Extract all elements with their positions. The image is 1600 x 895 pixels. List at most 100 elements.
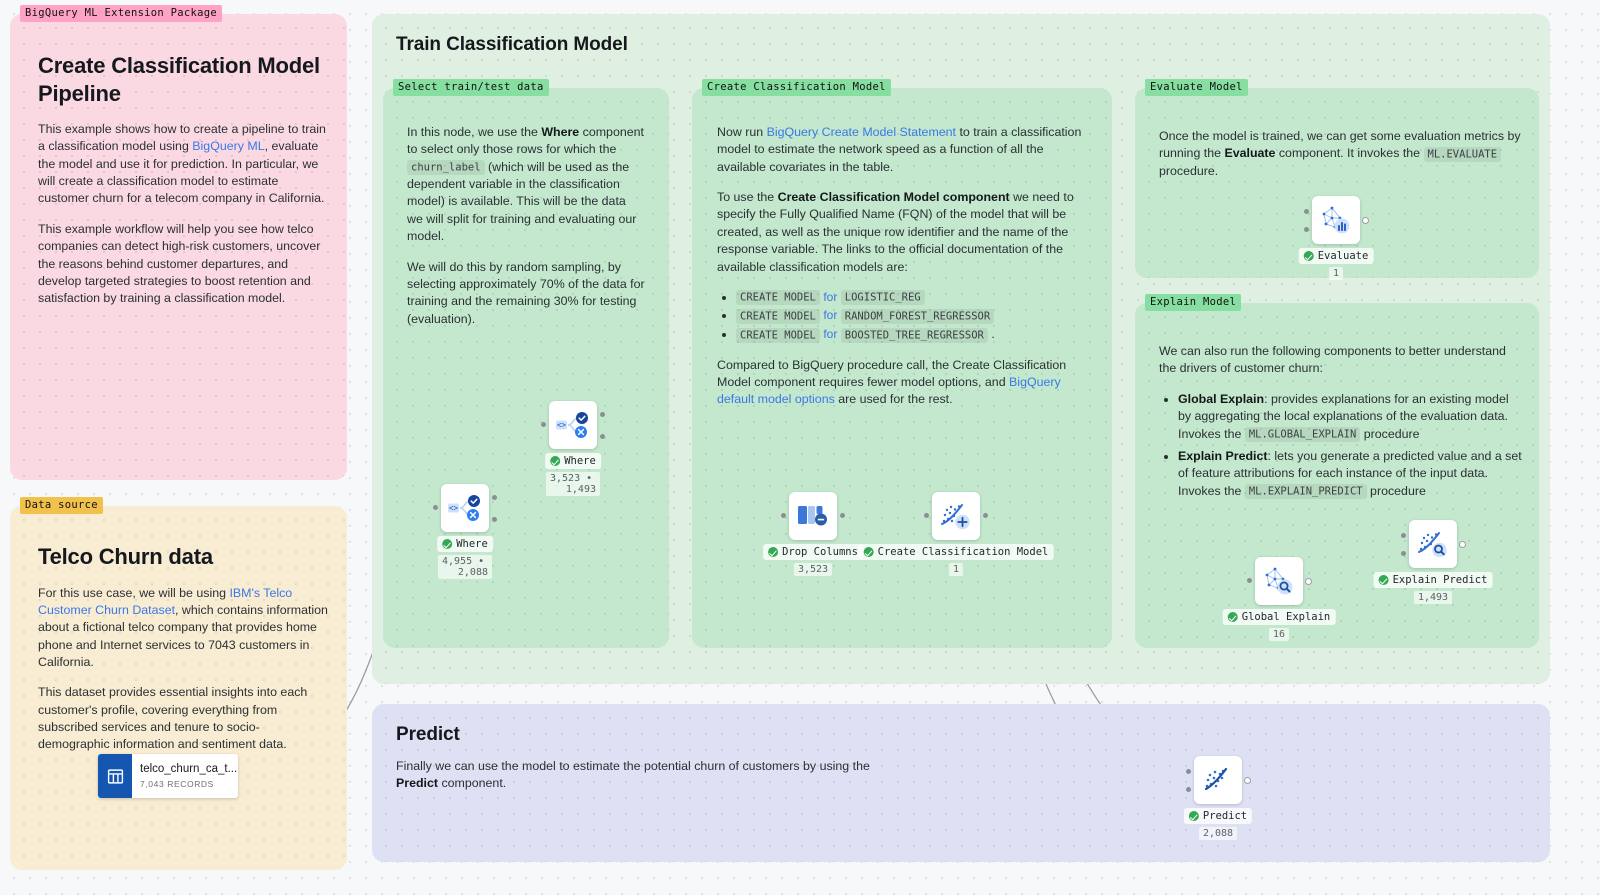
predict-icon bbox=[1204, 767, 1228, 791]
explain-predict-icon bbox=[1418, 532, 1447, 558]
node-body[interactable]: <> bbox=[433, 484, 497, 532]
link-bigquery-create-model-statement[interactable]: BigQuery Create Model Statement bbox=[766, 125, 956, 139]
node-row-count: 3,523 bbox=[793, 563, 833, 576]
create-model-icon bbox=[941, 504, 970, 530]
output-port[interactable] bbox=[983, 513, 988, 518]
node-body[interactable] bbox=[1186, 756, 1251, 804]
table-node-records: 7,043 RECORDS bbox=[140, 779, 214, 790]
link-ibm-telco-dataset[interactable]: IBM's Telco Customer Churn Dataset bbox=[38, 585, 293, 617]
global-explain-icon bbox=[1265, 567, 1293, 595]
group-tag-explain-model: Explain Model bbox=[1145, 294, 1242, 311]
code-model-type[interactable]: RANDOM_FOREST_REGRESSOR bbox=[840, 308, 995, 324]
output-port[interactable] bbox=[1305, 578, 1312, 585]
node-label-text: Where bbox=[564, 455, 596, 467]
train-section-title: Train Classification Model bbox=[396, 34, 628, 55]
output-port[interactable] bbox=[1459, 541, 1466, 548]
node-body[interactable] bbox=[1304, 196, 1369, 244]
node-row-count: 1 bbox=[948, 563, 964, 576]
status-ok-icon bbox=[768, 547, 779, 557]
input-port-top[interactable] bbox=[1186, 769, 1191, 774]
inline-code-ml-explain-predict: ML.EXPLAIN_PREDICT bbox=[1244, 484, 1367, 500]
group-explain-model[interactable]: Explain Model We can also run the follow… bbox=[1135, 294, 1539, 648]
group-tag-create-model: Create Classification Model bbox=[702, 79, 891, 96]
input-port-top[interactable] bbox=[1304, 209, 1309, 214]
predict-section-title: Predict bbox=[396, 724, 460, 745]
group-tag-data-source: Data source bbox=[20, 497, 103, 514]
link-bigquery-ml[interactable]: BigQuery ML bbox=[192, 139, 265, 154]
code-model-type[interactable]: BOOSTED_TREE_REGRESSOR bbox=[840, 327, 988, 343]
group-data-source[interactable]: Data source Telco Churn data For this us… bbox=[10, 497, 347, 870]
output-port-top[interactable] bbox=[492, 495, 497, 500]
list-item: CREATE MODEL for RANDOM_FOREST_REGRESSOR bbox=[736, 307, 1089, 325]
list-item: Explain Predict: lets you generate a pre… bbox=[1178, 448, 1525, 501]
count-primary: 4,955 • bbox=[442, 556, 485, 567]
explain-paragraph-1: We can also run the following components… bbox=[1159, 344, 1506, 376]
node-status-label: Where bbox=[545, 453, 601, 469]
output-port[interactable] bbox=[1244, 777, 1251, 784]
input-port-bottom[interactable] bbox=[1304, 227, 1309, 232]
inline-code-churn-label: churn_label bbox=[407, 160, 485, 176]
node-where-1[interactable]: <> Where 4,955 • 2,088 bbox=[433, 484, 497, 579]
count-primary: 3,523 • bbox=[550, 473, 593, 484]
output-port-bottom[interactable] bbox=[600, 434, 605, 439]
node-create-classification-model[interactable]: Create Classification Model 1 bbox=[858, 492, 1054, 576]
node-status-label: Create Classification Model bbox=[858, 544, 1054, 560]
node-evaluate[interactable]: Evaluate 1 bbox=[1298, 196, 1374, 280]
where-filter-icon: <> bbox=[556, 412, 588, 438]
link-bigquery-default-model-options[interactable]: BigQuery default model options bbox=[717, 375, 1061, 407]
node-row-count: 2,088 bbox=[1198, 827, 1238, 840]
input-port[interactable] bbox=[541, 422, 546, 427]
create-model-paragraph-1: Now run BigQuery Create Model Statement … bbox=[717, 125, 1082, 174]
code-create-model: CREATE MODEL bbox=[736, 327, 820, 343]
node-body[interactable] bbox=[781, 492, 845, 540]
input-port[interactable] bbox=[1247, 578, 1252, 583]
datasource-paragraph-1: For this use case, we will be using IBM'… bbox=[38, 585, 328, 669]
node-row-counts: 4,955 • 2,088 bbox=[438, 555, 492, 579]
input-port[interactable] bbox=[924, 513, 929, 518]
node-row-count: 16 bbox=[1268, 628, 1290, 641]
node-body[interactable] bbox=[1247, 557, 1312, 605]
node-predict[interactable]: Predict 2,088 bbox=[1183, 756, 1253, 840]
group-predict[interactable]: Predict Finally we can use the model to … bbox=[372, 704, 1550, 862]
status-ok-icon bbox=[1303, 251, 1314, 261]
svg-text:<>: <> bbox=[557, 420, 567, 429]
group-bigquery-ml-extension-package[interactable]: BigQuery ML Extension Package Create Cla… bbox=[10, 5, 347, 480]
node-body[interactable] bbox=[1401, 520, 1466, 568]
node-telco-churn-table[interactable]: telco_churn_ca_t... 7,043 RECORDS bbox=[98, 754, 238, 798]
input-port[interactable] bbox=[781, 513, 786, 518]
group-create-classification-model[interactable]: Create Classification Model Now run BigQ… bbox=[692, 79, 1112, 648]
input-port[interactable] bbox=[433, 505, 438, 510]
output-port[interactable] bbox=[1362, 217, 1369, 224]
code-create-model: CREATE MODEL bbox=[736, 290, 820, 306]
status-ok-icon bbox=[550, 456, 561, 466]
input-port-bottom[interactable] bbox=[1401, 551, 1406, 556]
node-global-explain[interactable]: Global Explain 16 bbox=[1222, 557, 1336, 641]
output-port-top[interactable] bbox=[600, 412, 605, 417]
create-model-paragraph-2: To use the Create Classification Model c… bbox=[717, 190, 1074, 274]
code-model-type[interactable]: LOGISTIC_REG bbox=[840, 290, 925, 306]
node-drop-columns[interactable]: Drop Columns 3,523 bbox=[763, 492, 863, 576]
group-tag-evaluate-model: Evaluate Model bbox=[1145, 79, 1248, 96]
where-filter-icon: <> bbox=[448, 495, 480, 521]
select-data-paragraph-1: In this node, we use the Where component… bbox=[407, 125, 644, 244]
output-port[interactable] bbox=[840, 513, 845, 518]
drop-columns-icon bbox=[798, 506, 827, 526]
output-port-bottom[interactable] bbox=[492, 517, 497, 522]
datasource-title: Telco Churn data bbox=[38, 544, 213, 569]
status-ok-icon bbox=[1378, 575, 1389, 585]
explain-components-list: Global Explain: provides explanations fo… bbox=[1159, 391, 1525, 501]
node-explain-predict[interactable]: Explain Predict 1,493 bbox=[1373, 520, 1493, 604]
node-status-label: Where bbox=[437, 536, 493, 552]
node-body[interactable] bbox=[924, 492, 988, 540]
input-port-bottom[interactable] bbox=[1186, 787, 1191, 792]
node-status-label: Explain Predict bbox=[1373, 572, 1493, 588]
group-select-train-test-data[interactable]: Select train/test data In this node, we … bbox=[383, 79, 669, 648]
node-status-label: Evaluate bbox=[1298, 248, 1374, 264]
node-where-2[interactable]: <> Where 3,523 • 1,493 bbox=[541, 401, 605, 496]
node-label-text: Predict bbox=[1202, 810, 1248, 822]
input-port-top[interactable] bbox=[1401, 533, 1406, 538]
list-item: CREATE MODEL for LOGISTIC_REG bbox=[736, 289, 1089, 307]
node-body[interactable]: <> bbox=[541, 401, 605, 449]
count-secondary: 2,088 bbox=[457, 567, 488, 578]
